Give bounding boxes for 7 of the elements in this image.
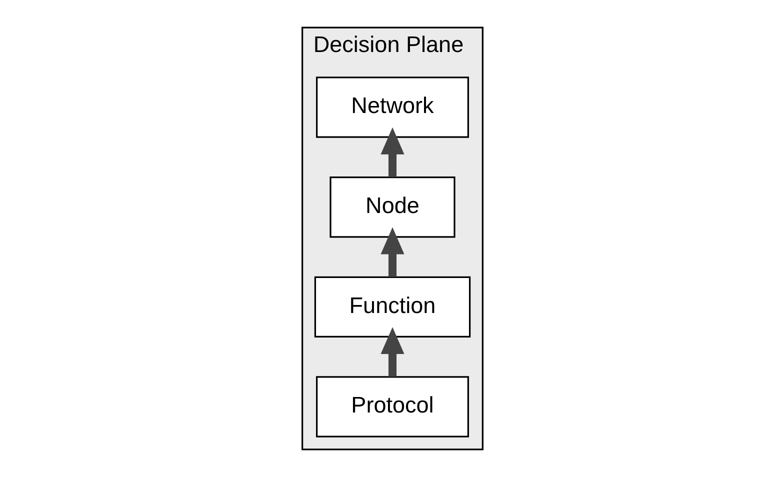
node-box: Protocol	[316, 376, 468, 438]
arrow	[380, 227, 404, 277]
node-box: Function	[314, 276, 470, 338]
arrow	[380, 327, 404, 377]
node-box: Network	[316, 76, 468, 138]
node-box: Node	[329, 176, 455, 238]
arrow	[380, 127, 404, 178]
